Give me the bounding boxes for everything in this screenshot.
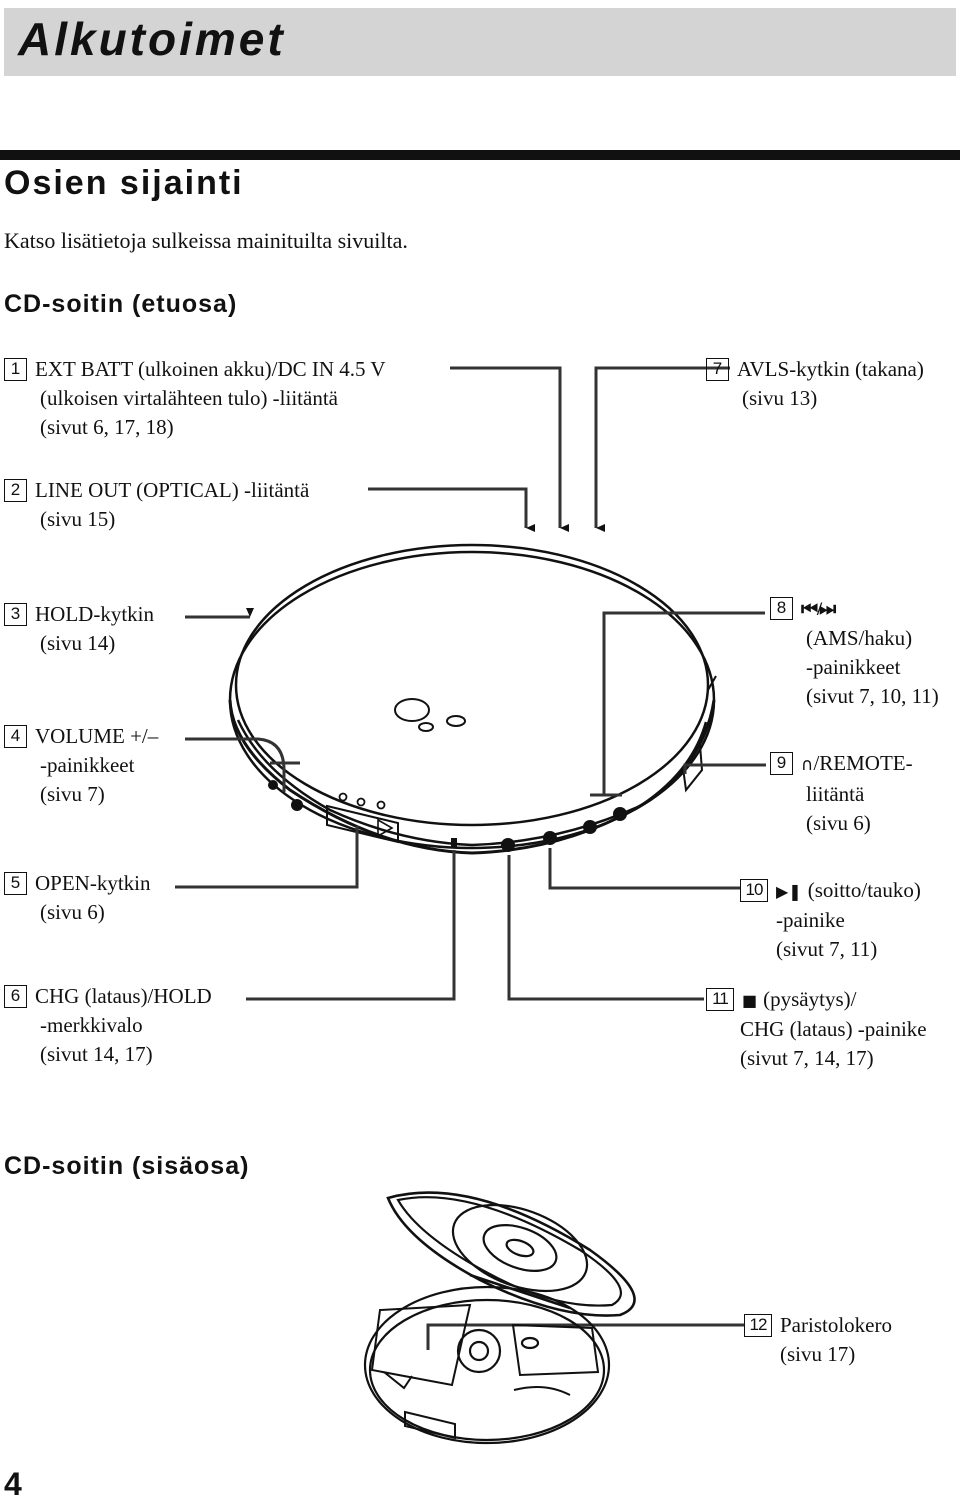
section-title: Osien sijainti <box>4 164 244 202</box>
chapter-title: Alkutoimet <box>18 13 286 65</box>
leader-lines <box>175 366 766 1350</box>
inside-view-heading: CD-soitin (sisäosa) <box>4 1152 250 1180</box>
callout-10-play-pause: 10▶❚(soitto/tauko) -painike (sivut 7, 11… <box>740 876 921 964</box>
callout-number: 4 <box>4 725 27 748</box>
section-rule <box>0 150 960 160</box>
callout-number: 1 <box>4 358 27 381</box>
callout-8-ams-buttons: 8⏮ /⏭ (AMS/haku) -painikkeet (sivut 7, 1… <box>770 594 939 711</box>
prev-next-icons: ⏮ /⏭ <box>801 599 836 620</box>
callout-number: 6 <box>4 985 27 1008</box>
callout-number: 11 <box>706 988 734 1011</box>
callout-number: 3 <box>4 603 27 626</box>
chapter-header-bar <box>4 8 956 76</box>
callout-number: 12 <box>744 1314 772 1337</box>
front-player-drawing <box>228 543 717 855</box>
page-number: 4 <box>4 1466 22 1502</box>
callout-number: 10 <box>740 879 768 902</box>
stop-icon: ■ <box>742 991 758 1010</box>
callout-11-stop-charge: 11■(pysäytys)/ CHG (lataus) -painike (si… <box>706 985 927 1073</box>
front-view-heading: CD-soitin (etuosa) <box>4 290 238 318</box>
callout-number: 5 <box>4 872 27 895</box>
play-pause-icon: ▶❚ <box>776 882 802 901</box>
callout-number: 9 <box>770 752 793 775</box>
callout-number: 2 <box>4 479 27 502</box>
front-player-controls <box>268 780 627 852</box>
headphones-icon: ∩ <box>801 755 814 775</box>
callout-number: 8 <box>770 597 793 620</box>
inside-player-drawing <box>363 1191 636 1445</box>
callout-9-remote-jack: 9∩/REMOTE- liitäntä (sivu 6) <box>770 749 913 838</box>
callout-number: 7 <box>706 358 729 381</box>
intro-text: Katso lisätietoja sulkeissa mainituilta … <box>4 228 408 253</box>
